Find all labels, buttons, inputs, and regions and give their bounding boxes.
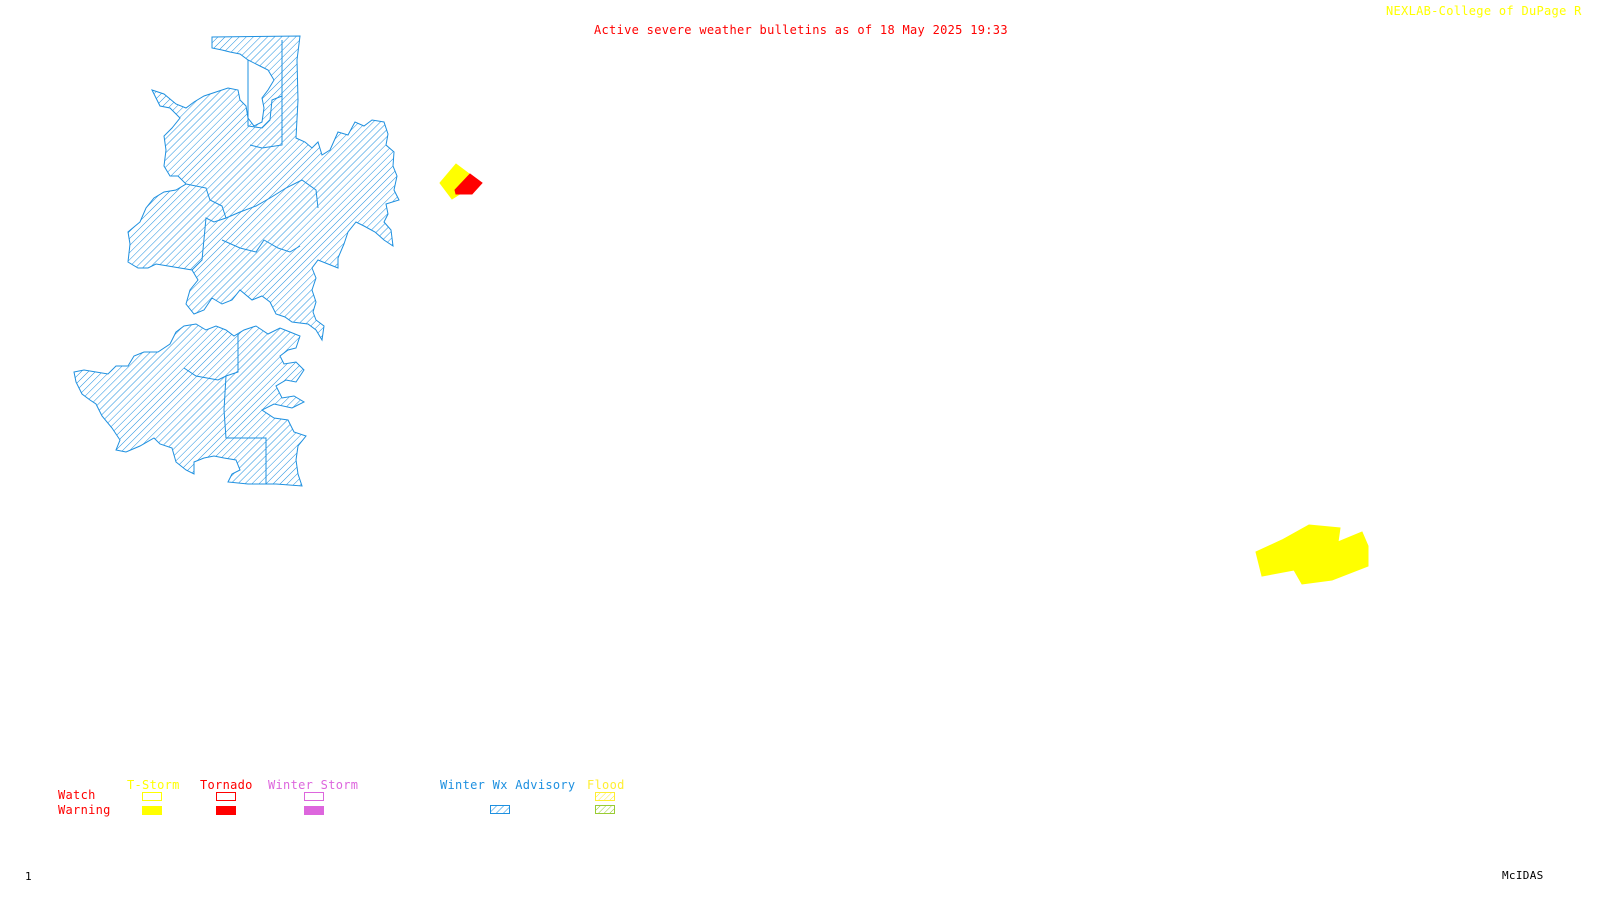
legend-flood-warning-swatch — [595, 805, 615, 814]
legend-label-tstorm: T-Storm — [127, 778, 180, 792]
tstorm-warning-polygon-southeast — [1255, 524, 1369, 585]
tornado-warning-polygon — [454, 173, 483, 195]
legend-winter-wx-advisory-swatch — [490, 805, 510, 814]
legend-row-watch: Watch — [58, 788, 96, 802]
legend-row-warning: Warning — [58, 803, 111, 817]
source-credit: NEXLAB-College of DuPage R — [1386, 4, 1582, 18]
legend-winter-storm-watch-swatch — [304, 792, 324, 801]
legend-winter-storm-warning-swatch — [304, 806, 324, 815]
legend-label-winter-storm: Winter Storm — [268, 778, 359, 792]
legend-tornado-watch-swatch — [216, 792, 236, 801]
frame-number: 1 — [25, 870, 32, 883]
county-boundaries — [183, 40, 319, 484]
warning-cluster-north — [439, 163, 483, 200]
bulletin-title: Active severe weather bulletins as of 18… — [594, 23, 1008, 37]
legend-flood-watch-swatch — [595, 792, 615, 801]
legend-tstorm-watch-swatch — [142, 792, 162, 801]
legend-tornado-warning-swatch — [216, 806, 236, 815]
legend-label-flood: Flood — [587, 778, 625, 792]
winter-wx-advisory-north-polygon — [127, 35, 400, 342]
legend-label-winter-wx-advisory: Winter Wx Advisory — [440, 778, 576, 792]
legend-tstorm-warning-swatch — [142, 806, 162, 815]
software-label: McIDAS — [1502, 869, 1544, 882]
winter-wx-advisory-south-polygon — [73, 323, 307, 487]
legend-label-tornado: Tornado — [200, 778, 253, 792]
winter-wx-advisory-area — [73, 35, 400, 487]
